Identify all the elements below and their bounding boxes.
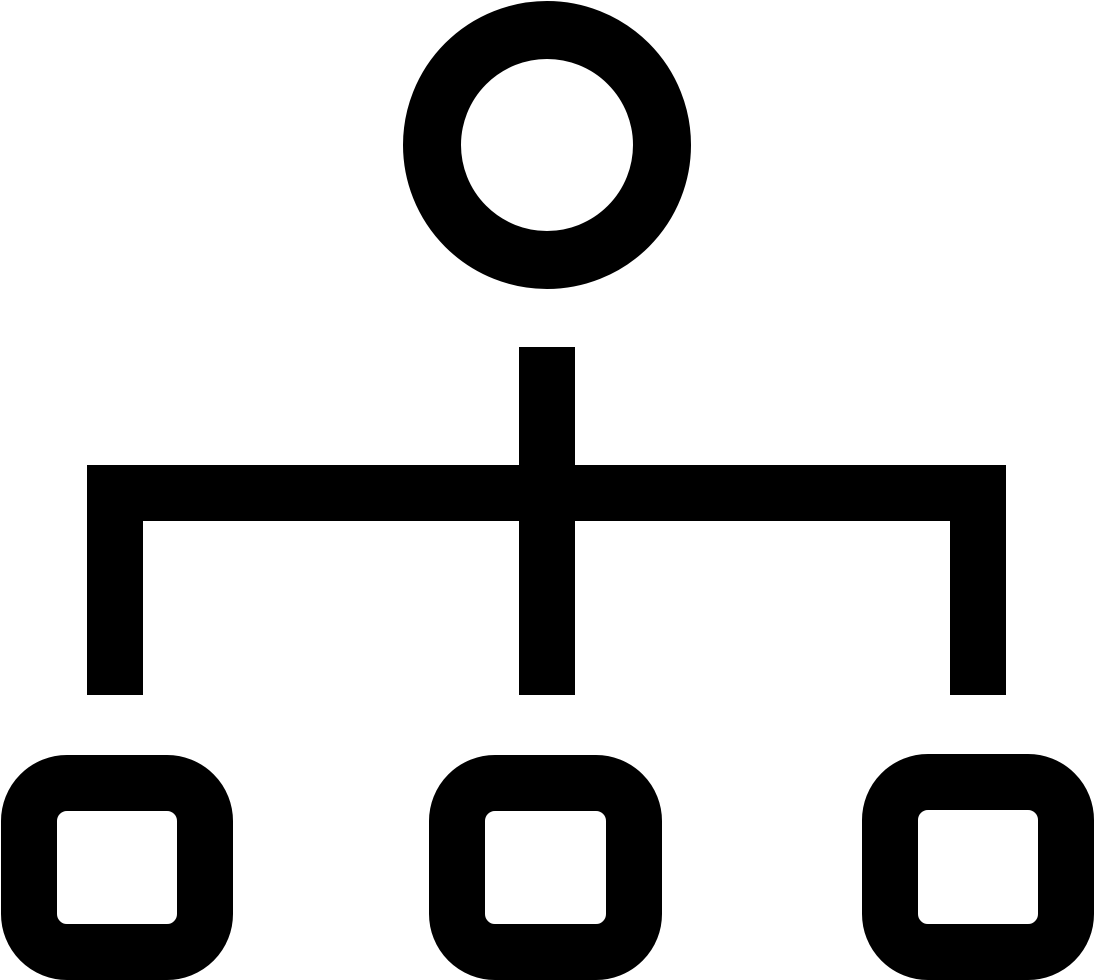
child-node-right-icon	[862, 754, 1094, 980]
child-node-center-icon	[429, 755, 662, 980]
root-node-icon	[403, 1, 691, 289]
child-node-left-icon	[1, 755, 233, 980]
right-connector	[950, 465, 1006, 695]
left-connector	[87, 465, 143, 695]
branch-bar	[87, 465, 1006, 521]
